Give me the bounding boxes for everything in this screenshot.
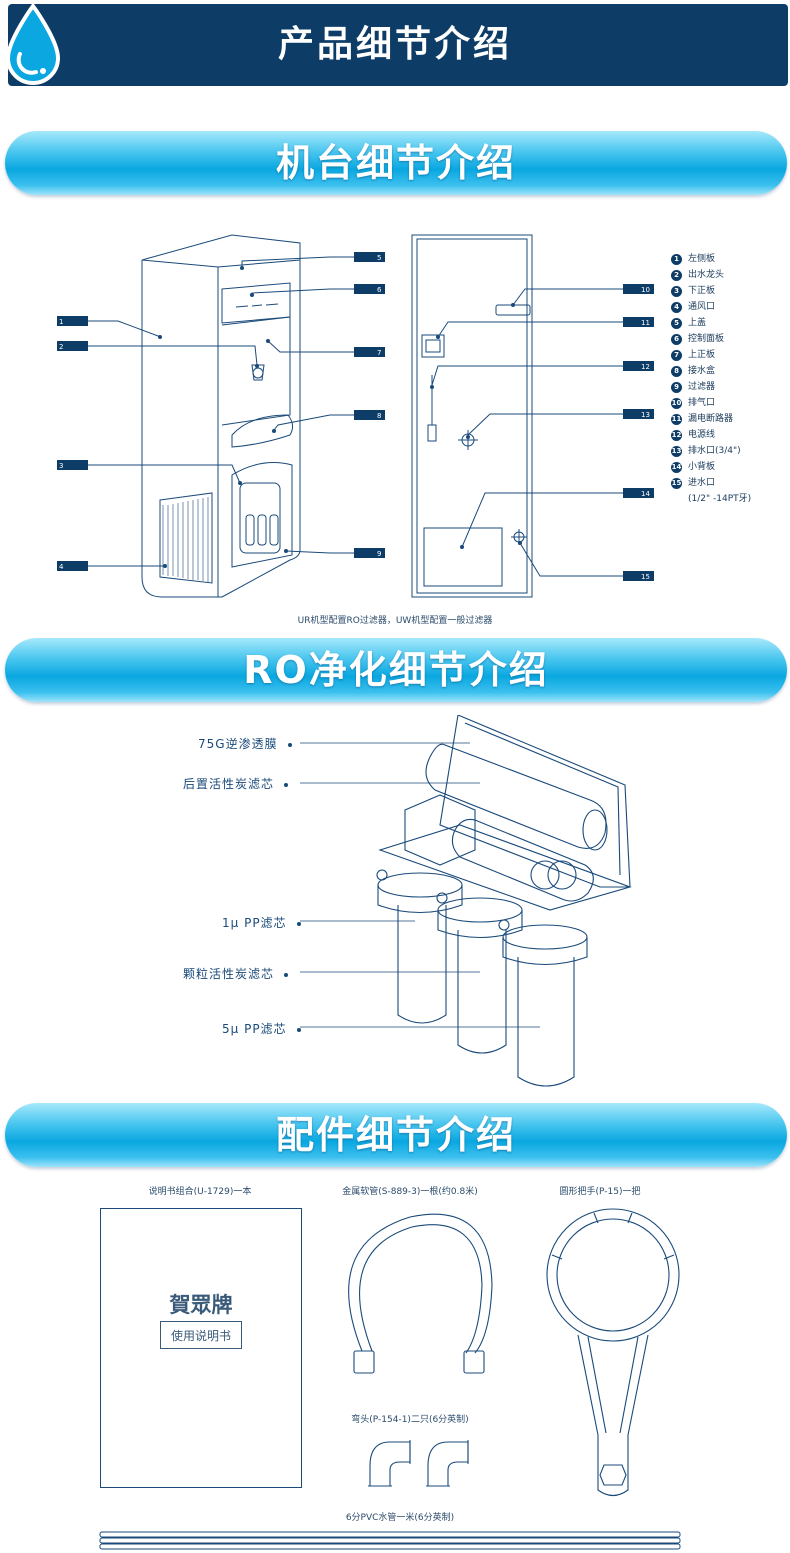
callout-label: 1 [59,318,63,326]
manual-caption: 说明书组合(U-1729)一本 [148,1187,252,1197]
ro-filter-diagram [300,715,632,1087]
callout-label: 11 [641,319,650,327]
wrench-caption: 圆形把手(P-15)一把 [559,1187,641,1197]
callout-label: 3 [59,462,63,470]
section-title: 机台细节介绍 [275,141,516,185]
machine-caption: UR机型配置RO过滤器，UW机型配置一般过滤器 [297,616,493,626]
callout-label: 13 [641,411,650,419]
callout-label: 8 [377,412,381,420]
water-drop-icon [5,2,61,85]
section-banner-ro: RO净化细节介绍 [5,638,787,702]
callout-label: 10 [641,286,650,294]
elbow-fittings-image [368,1440,469,1487]
page-header: 产品细节介绍 [0,0,790,88]
pipe-caption: 6分PVC水管一米(6分英制) [345,1513,455,1523]
callout-label: 14 [641,490,650,498]
circular-wrench-image [546,1208,680,1497]
callout-label: 2 [59,343,63,351]
callout-label: 7 [377,349,381,357]
header-bar [8,4,788,86]
section-banner-accessories: 配件细节介绍 [5,1103,787,1167]
callout-label: 9 [377,550,381,558]
ro-label: 颗粒活性炭滤芯 [183,965,289,982]
section-title: RO净化细节介绍 [243,648,549,692]
manual-brand: 賀眾牌 [169,1293,233,1317]
section-title: 配件细节介绍 [275,1113,516,1157]
elbow-caption: 弯头(P-154-1)二只(6分英制) [351,1415,469,1425]
manual-booklet: 賀眾牌 使用说明书 [100,1208,302,1488]
pvc-pipe-image [99,1531,681,1550]
ro-label: 5μ PP滤芯 [222,1020,301,1037]
callout-label: 12 [641,363,650,371]
metal-hose-image [348,1213,493,1374]
callout-label: 4 [59,563,64,571]
ro-label: 后置活性炭滤芯 [183,775,289,792]
page-title: 产品细节介绍 [277,24,512,65]
callout-label: 15 [641,573,650,581]
machine-diagram: 1 2 3 4 5 6 7 8 9 10 11 12 13 14 15 [57,234,654,598]
hose-caption: 金属软管(S-889-3)一根(约0.8米) [342,1187,478,1197]
legend-item: (1/2" -14PT牙) [688,494,752,504]
ro-label: 1μ PP滤芯 [222,914,301,931]
manual-cover-title: 使用说明书 [160,1321,242,1349]
callout-label: 5 [377,254,381,262]
section-banner-machine: 机台细节介绍 [5,131,787,195]
callout-label: 6 [377,286,382,294]
ro-label: 75G逆渗透膜 [198,735,292,752]
